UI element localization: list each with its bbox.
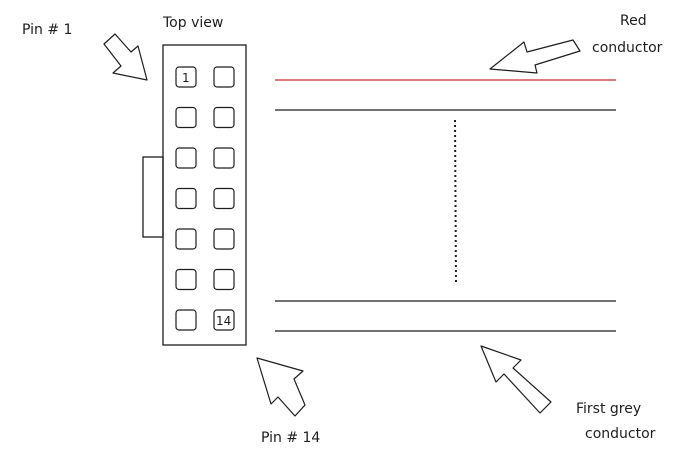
- pin-14: [213, 309, 235, 331]
- grey-conductor-label-line-1: First grey: [576, 401, 641, 417]
- pin-10: [213, 228, 235, 250]
- pin-7: [175, 187, 197, 210]
- pin-1-arrow-icon: [103, 33, 148, 81]
- pin-4: [213, 106, 235, 129]
- pin-1-label: Pin # 1: [22, 22, 72, 38]
- grey-conductor-label-line-2: conductor: [585, 426, 656, 442]
- pin-13: [175, 309, 197, 331]
- pin-12: [213, 268, 235, 291]
- grey-conductor-arrow-icon: [480, 345, 552, 414]
- pin-grid: 1 14: [175, 66, 235, 331]
- pin-5: [175, 147, 197, 169]
- red-conductor-label-line-2: conductor: [592, 40, 663, 56]
- pin-11: [175, 268, 197, 291]
- pin-14-arrow-icon: [256, 357, 306, 417]
- connector-key: [142, 156, 164, 238]
- pin-8: [213, 187, 235, 210]
- pin-6: [213, 147, 235, 169]
- pin-2: [213, 66, 235, 88]
- pin-14-number: 14: [216, 314, 231, 328]
- pin-9: [175, 228, 197, 250]
- red-conductor-arrow-icon: [489, 39, 581, 74]
- top-view-title: Top view: [162, 15, 223, 31]
- pin-1: [175, 66, 197, 88]
- red-conductor-label-line-1: Red: [620, 13, 647, 29]
- pin-3: [175, 106, 197, 129]
- pin-1-number: 1: [182, 71, 190, 85]
- continuation-dots: [454, 119, 457, 285]
- pin-14-label: Pin # 14: [261, 430, 320, 446]
